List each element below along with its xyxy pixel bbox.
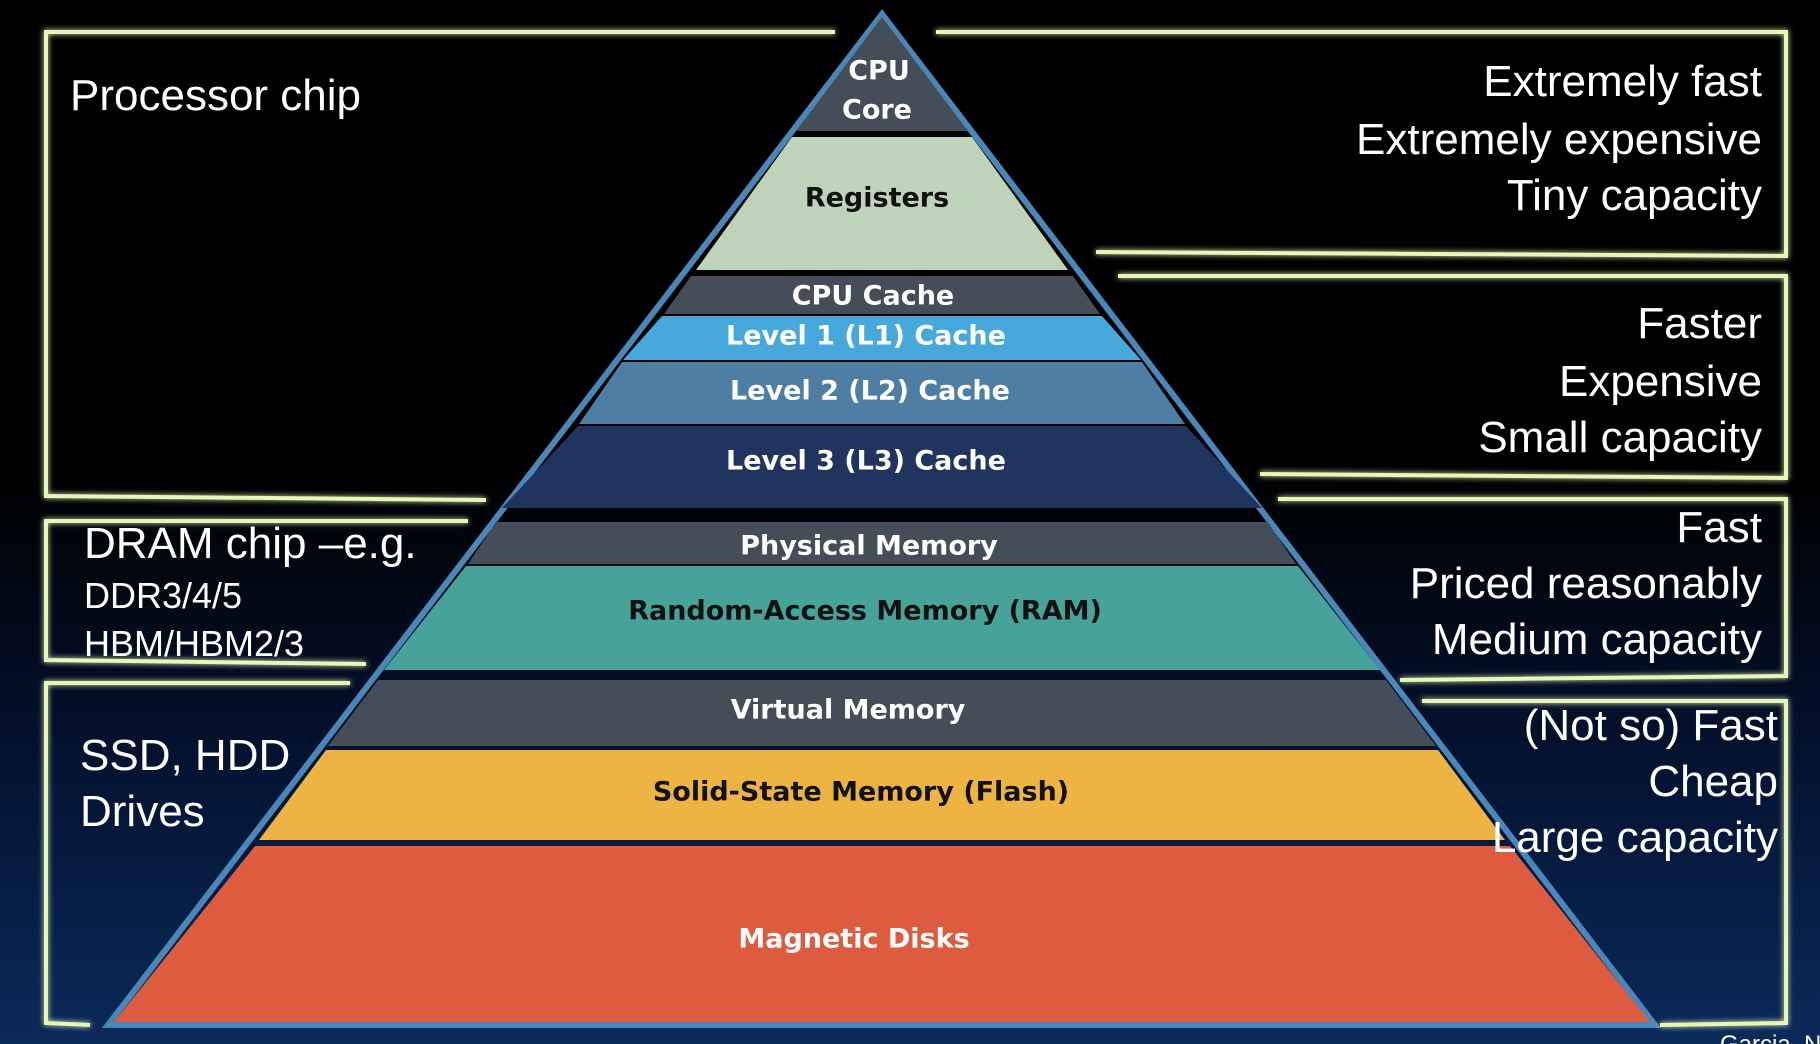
- label-core: Core: [842, 95, 912, 126]
- tier-cpu-cache: [664, 276, 1100, 314]
- text-cheap: Cheap: [1648, 757, 1778, 806]
- text-small-capacity: Small capacity: [1478, 413, 1762, 462]
- label-flash: Solid-State Memory (Flash): [653, 777, 1069, 808]
- tier-physical-memory: [468, 522, 1296, 564]
- bracket-extremely-fast: [936, 30, 1788, 259]
- bracket-not-so-fast: [1422, 699, 1788, 1027]
- text-medium-capacity: Medium capacity: [1432, 615, 1762, 664]
- tier-ram: [384, 566, 1380, 670]
- text-processor-chip: Processor chip: [70, 71, 361, 120]
- text-extremely-fast: Extremely fast: [1483, 57, 1762, 106]
- tier-virtual-memory: [328, 680, 1436, 746]
- bracket-storage: [44, 681, 350, 1027]
- bracket-dram-chip: [44, 519, 468, 666]
- tier-registers: [696, 137, 1068, 270]
- text-dram-chip: DRAM chip –e.g.: [84, 519, 417, 568]
- label-registers: Registers: [805, 183, 949, 214]
- text-large-capacity: Large capacity: [1492, 813, 1778, 862]
- label-cpu: CPU: [848, 56, 910, 87]
- bracket-processor-chip: [44, 30, 835, 502]
- text-extremely-expensive: Extremely expensive: [1356, 115, 1762, 164]
- label-physical-memory: Physical Memory: [740, 531, 998, 562]
- tier-flash: [259, 750, 1505, 840]
- label-l1-cache: Level 1 (L1) Cache: [726, 321, 1006, 352]
- text-fast: Fast: [1676, 503, 1762, 552]
- text-drives: Drives: [80, 787, 205, 836]
- tier-l3-cache: [502, 426, 1262, 508]
- bracket-faster: [1118, 274, 1788, 481]
- label-cpu-cache: CPU Cache: [792, 281, 955, 312]
- label-magnetic-disks: Magnetic Disks: [738, 924, 969, 955]
- bracket-fast: [1278, 497, 1788, 682]
- text-faster: Faster: [1637, 299, 1762, 348]
- text-ddr: DDR3/4/5: [84, 575, 242, 616]
- tier-cpu-core: [796, 17, 968, 131]
- text-ssd-hdd: SSD, HDD: [80, 731, 290, 780]
- credit-text: Garcia, N: [1720, 1031, 1820, 1044]
- text-expensive: Expensive: [1559, 357, 1762, 406]
- label-ram: Random-Access Memory (RAM): [628, 596, 1102, 627]
- text-hbm: HBM/HBM2/3: [84, 623, 304, 664]
- label-l3-cache: Level 3 (L3) Cache: [726, 446, 1006, 477]
- label-virtual-memory: Virtual Memory: [731, 695, 966, 726]
- label-l2-cache: Level 2 (L2) Cache: [730, 376, 1010, 407]
- text-not-so-fast: (Not so) Fast: [1524, 701, 1778, 750]
- tier-l1-cache: [623, 316, 1141, 360]
- tier-magnetic-disks: [114, 846, 1650, 1022]
- text-tiny-capacity: Tiny capacity: [1507, 171, 1762, 220]
- tier-l2-cache: [579, 362, 1185, 424]
- text-priced-reasonably: Priced reasonably: [1410, 559, 1762, 608]
- pyramid-outline: [101, 9, 1662, 1028]
